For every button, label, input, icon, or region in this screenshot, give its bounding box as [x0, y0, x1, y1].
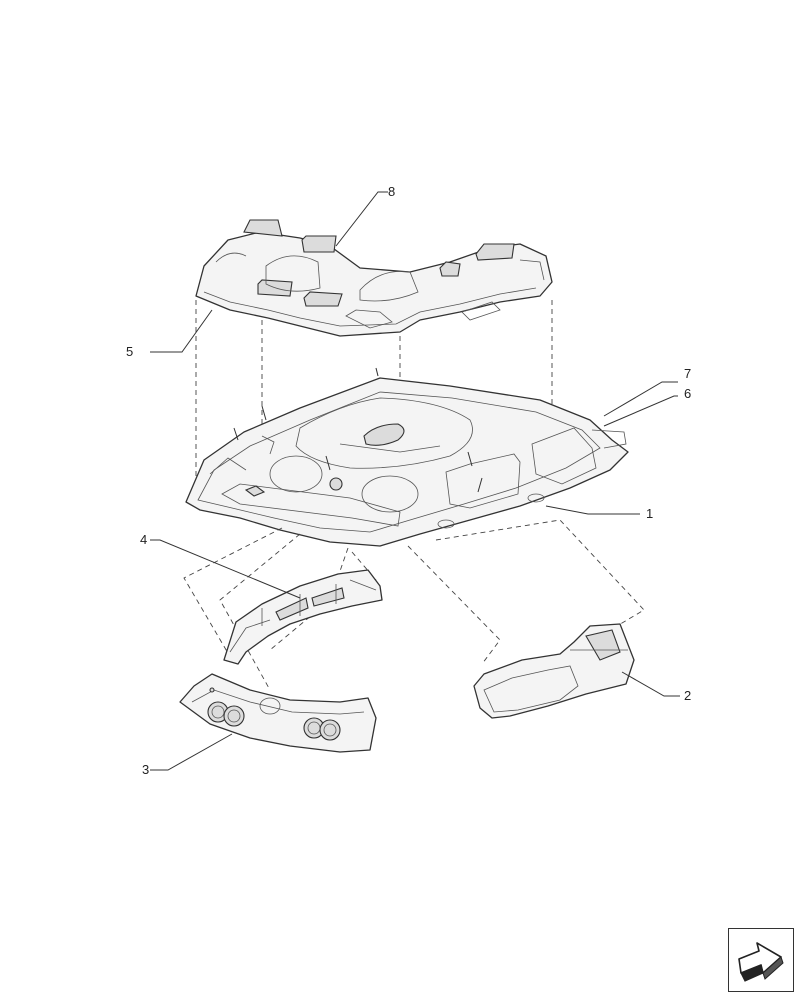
callout-5: 5 [126, 309, 213, 359]
part-front-trim [179, 673, 377, 753]
callout-2: 2 [621, 671, 691, 703]
callout-label-5: 5 [126, 344, 133, 359]
callout-3: 3 [142, 733, 233, 777]
part-headliner [185, 367, 629, 547]
callout-label-2: 2 [684, 688, 691, 703]
callout-1: 1 [545, 505, 653, 521]
callout-label-4: 4 [140, 532, 147, 547]
arrow-icon[interactable] [728, 928, 794, 992]
part-upper-shell [195, 219, 553, 337]
callout-label-7: 7 [684, 366, 691, 381]
callout-7: 7 [603, 366, 691, 417]
callout-label-8: 8 [388, 184, 395, 199]
part-front-duct [223, 569, 383, 665]
callout-label-6: 6 [684, 386, 691, 401]
callout-label-1: 1 [646, 506, 653, 521]
callout-label-3: 3 [142, 762, 149, 777]
part-rear-duct [473, 623, 635, 719]
callout-8: 8 [335, 184, 395, 247]
callout-4: 4 [140, 532, 301, 599]
callout-6: 6 [603, 386, 691, 427]
